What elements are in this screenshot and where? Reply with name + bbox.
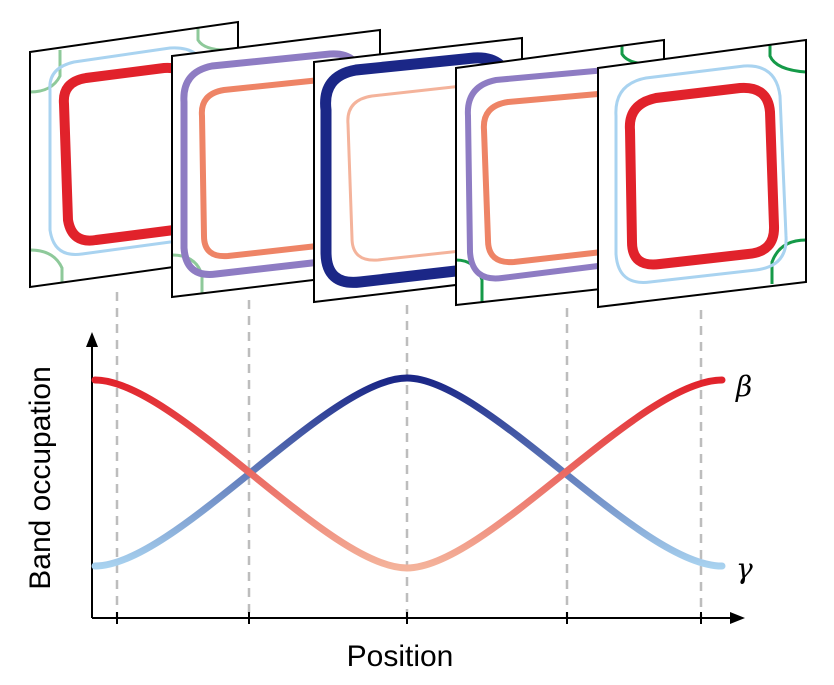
fermi-surface-panel-5 (597, 38, 807, 309)
fermi-surface-panels (29, 20, 807, 309)
y-axis-arrow (86, 332, 98, 347)
beta-band-curve (91, 376, 726, 572)
x-axis-arrow (730, 612, 745, 624)
gamma-band-curve (91, 374, 726, 570)
gamma-label: γ (736, 552, 753, 585)
occupation-curves (91, 374, 726, 572)
axes (86, 332, 745, 624)
y-axis-label: Band occupation (24, 366, 57, 590)
beta-label: β (735, 370, 752, 403)
x-axis-label: Position (347, 640, 454, 673)
